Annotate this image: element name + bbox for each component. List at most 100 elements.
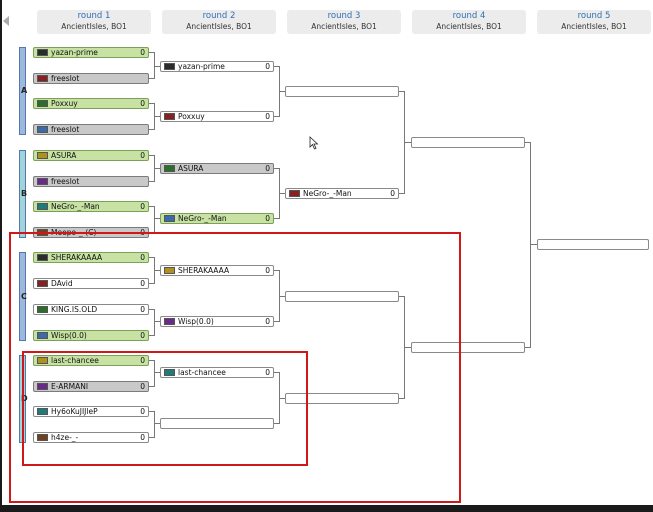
connector-line [154, 52, 155, 79]
r1-slot[interactable]: E-ARMANI 0 [33, 381, 149, 392]
connector-line [154, 218, 160, 219]
player-score: 0 [140, 407, 145, 416]
flag-icon [37, 383, 48, 390]
r2-slot[interactable]: Poxxuy 0 [160, 111, 274, 122]
r1-slot[interactable]: Hy6oKuJIJleP 0 [33, 406, 149, 417]
player-name: Poxxuy [178, 112, 205, 121]
connector-line [154, 270, 160, 271]
round-title: round 3 [327, 11, 361, 21]
player-score: 0 [140, 382, 145, 391]
player-name: NeGro-_-Man [178, 214, 227, 223]
flag-icon [164, 63, 175, 70]
connector-line [404, 347, 411, 348]
connector-line [525, 347, 530, 348]
player-score: 0 [140, 99, 145, 108]
connector-line [404, 142, 411, 143]
connector-line [274, 168, 279, 169]
r1-slot[interactable]: h4ze-_-0 [33, 432, 149, 443]
connector-line [149, 437, 154, 438]
r1-slot[interactable]: freeslot [33, 176, 149, 187]
r1-slot[interactable]: freeslot [33, 124, 149, 135]
connector-line [154, 360, 155, 387]
player-score: 0 [140, 253, 145, 262]
connector-line [530, 142, 531, 348]
r1-slot[interactable]: DAvid 0 [33, 278, 149, 289]
r4-slot[interactable] [411, 137, 525, 148]
player-score: 0 [265, 317, 270, 326]
connector-line [279, 91, 285, 92]
player-score: 0 [390, 189, 395, 198]
flag-icon [37, 408, 48, 415]
player-score: 0 [265, 214, 270, 223]
player-score: 0 [265, 266, 270, 275]
connector-line [149, 155, 154, 156]
round-subtitle: AncientIsles, BO1 [186, 22, 252, 31]
connector-line [154, 321, 160, 322]
player-name: freeslot [51, 125, 80, 134]
r4-slot[interactable] [411, 342, 525, 353]
connector-line [149, 411, 154, 412]
r2-slot[interactable] [160, 418, 274, 429]
connector-line [154, 66, 160, 67]
round-subtitle: AncientIsles, BO1 [311, 22, 377, 31]
connector-line [274, 66, 279, 67]
r3-slot[interactable] [285, 291, 399, 302]
connector-line [274, 321, 279, 322]
r5-slot[interactable] [537, 239, 649, 250]
flag-icon [37, 203, 48, 210]
r1-slot[interactable]: KING.IS.OLD 0 [33, 304, 149, 315]
player-name: freeslot [51, 74, 80, 83]
connector-line [530, 244, 537, 245]
connector-line [399, 296, 404, 297]
player-name: KING.IS.OLD [51, 305, 98, 314]
player-name: Hy6oKuJIJleP [51, 407, 98, 416]
connector-line [149, 78, 154, 79]
player-name: DAvid [51, 279, 73, 288]
r3-slot[interactable] [285, 86, 399, 97]
scroll-left-arrow-icon[interactable] [3, 16, 9, 26]
player-name: SHERAKAAAA [51, 253, 103, 262]
group-bar-B [19, 150, 26, 238]
connector-line [149, 386, 154, 387]
group-label: B [21, 189, 28, 198]
flag-icon [37, 306, 48, 313]
flag-icon [164, 215, 175, 222]
player-name: yazan-prime [51, 48, 98, 57]
connector-line [274, 116, 279, 117]
player-name: yazan-prime [178, 62, 225, 71]
window-left-edge [0, 0, 2, 512]
player-name: Wisp(0.0) [178, 317, 214, 326]
connector-line [149, 309, 154, 310]
flag-icon [37, 49, 48, 56]
group-label: A [21, 86, 28, 95]
r1-slot[interactable]: Wisp(0.0)0 [33, 330, 149, 341]
flag-icon [164, 267, 175, 274]
flag-icon [37, 280, 48, 287]
r2-slot[interactable]: NeGro-_-Man 0 [160, 213, 274, 224]
player-score: 0 [140, 305, 145, 314]
connector-line [279, 296, 285, 297]
player-score: 0 [265, 112, 270, 121]
r3-slot[interactable] [285, 393, 399, 404]
player-score: 0 [265, 368, 270, 377]
flag-icon [37, 100, 48, 107]
r1-slot[interactable]: SHERAKAAAA 0 [33, 252, 149, 263]
player-name: last-chancee [178, 368, 226, 377]
r2-slot[interactable]: Wisp(0.0) 0 [160, 316, 274, 327]
player-name: E-ARMANI [51, 382, 89, 391]
r1-slot[interactable]: freeslot [33, 73, 149, 84]
player-score: 0 [140, 279, 145, 288]
r2-slot[interactable]: last-chancee 0 [160, 367, 274, 378]
round-title: round 1 [77, 11, 111, 21]
group-label: C [21, 291, 27, 301]
